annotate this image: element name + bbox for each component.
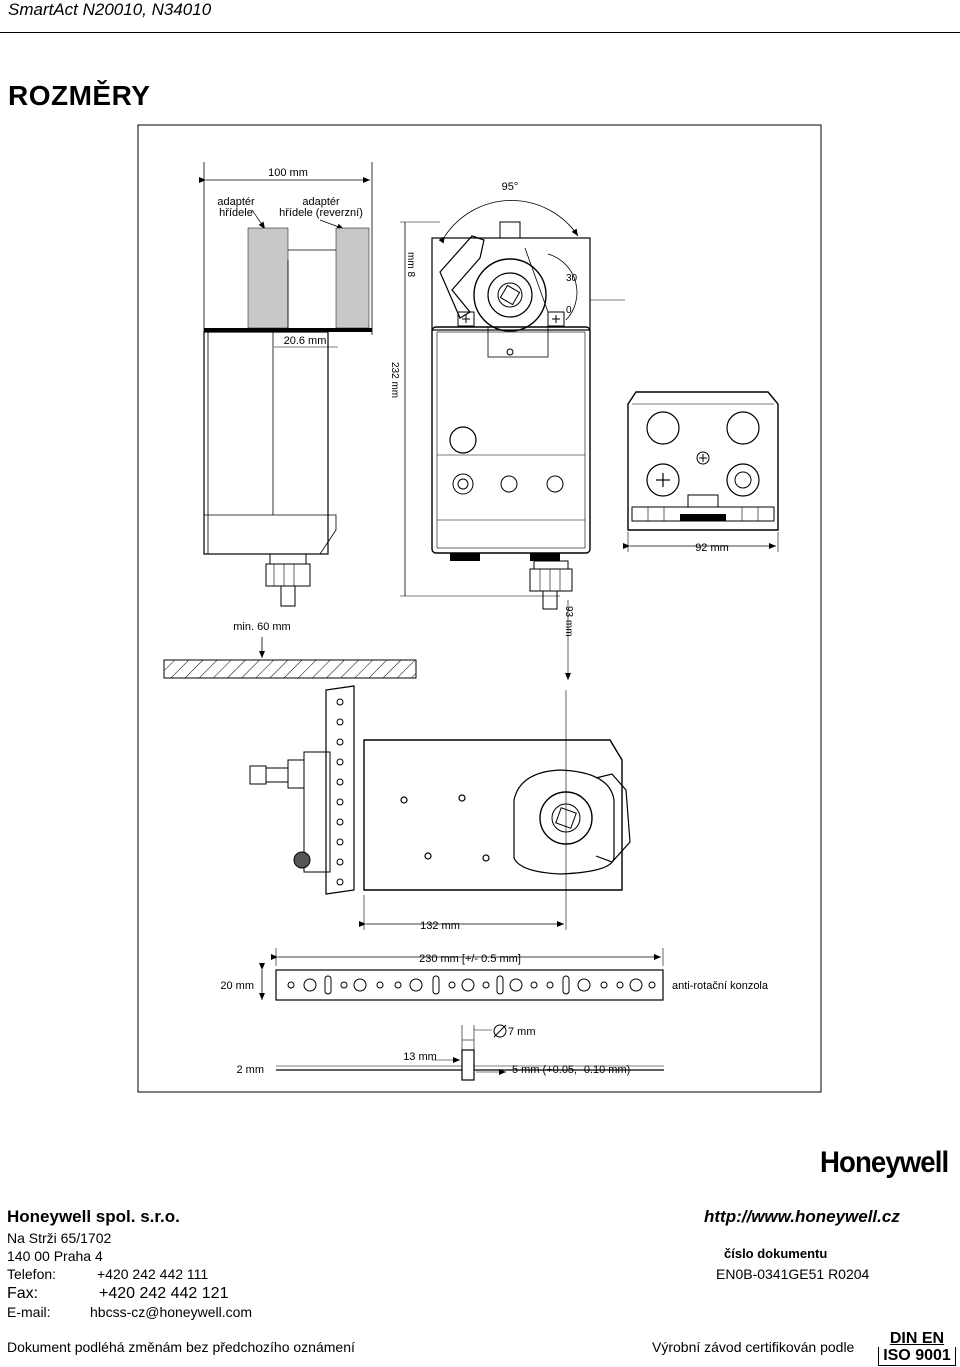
dim-230-label: 230 mm [+/- 0.5 mm] <box>419 953 521 965</box>
website-link[interactable]: http://www.honeywell.cz <box>704 1207 900 1226</box>
shaft-adapter-label-2: hřídele <box>219 207 253 219</box>
shaft-adapter-label-1: adaptér <box>217 196 255 208</box>
company-name: Honeywell spol. s.r.o. <box>7 1207 180 1226</box>
document-header-title: SmartAct N20010, N34010 <box>8 0 212 19</box>
address-city: 140 00 Praha 4 <box>7 1248 103 1264</box>
shaft-adapter-grey <box>247 227 289 329</box>
dim-13-label: 13 mm <box>403 1051 437 1063</box>
end-view: 92 mm <box>623 391 779 554</box>
dim-vert-mid: 232 mm <box>389 362 400 398</box>
front-view-body <box>431 326 591 610</box>
dim-20-6-label: 20.6 mm <box>284 335 327 347</box>
bracket-label: anti-rotační konzola <box>672 980 769 992</box>
shaft-adapter-rev-label-1: adaptér <box>302 196 340 208</box>
address-street: Na Strži 65/1702 <box>7 1230 112 1246</box>
doc-number-label: číslo dokumentu <box>724 1246 828 1261</box>
min-clearance: min. 60 mm <box>163 621 417 679</box>
scale-mark-30: 30 <box>566 273 578 284</box>
anti-rotation-bracket: 230 mm [+/- 0.5 mm] 20 mm anti-rotační k… <box>220 948 769 1001</box>
iso-certification-badge: DIN EN ISO 9001 <box>878 1330 956 1366</box>
dim-7-label: 7 mm <box>508 1026 536 1038</box>
dim-5-label: 5 mm (+0.05, -0.10 mm) <box>512 1064 630 1076</box>
email-value[interactable]: hbcss-cz@honeywell.com <box>90 1304 253 1320</box>
dim-132-label: 132 mm <box>420 920 460 932</box>
angle-95-label: 95° <box>502 181 519 193</box>
min-60-label: min. 60 mm <box>233 621 290 633</box>
din-en-label: DIN EN <box>889 1330 945 1347</box>
phone-label: Telefon: <box>7 1266 57 1282</box>
iso-9001-label: ISO 9001 <box>878 1347 956 1366</box>
vertical-dims: mm 8 232 mm 93 mm <box>389 221 574 680</box>
fax-value: +420 242 442 121 <box>99 1285 229 1302</box>
dim-vert-top: mm 8 <box>405 252 416 277</box>
fax-label: Fax: <box>7 1285 39 1302</box>
dim-vert-low: 93 mm <box>563 606 574 637</box>
scale-mark-0: 0 <box>566 305 572 316</box>
bracket-section: 7 mm 13 mm 2 mm 5 mm (+0.05, -0.10 mm) <box>237 1024 664 1081</box>
disclaimer: Dokument podléhá změnám bez předchozího … <box>7 1339 355 1355</box>
shaft-adapter-rev-grey <box>335 227 370 329</box>
dim-100-label: 100 mm <box>268 167 308 179</box>
dim-92-label: 92 mm <box>695 542 729 554</box>
dim-100: 100 mm adaptér hřídele adaptér hřídele (… <box>199 162 373 335</box>
phone-value: +420 242 442 111 <box>97 1266 209 1282</box>
drawing-frame <box>137 124 822 1093</box>
certification-note: Výrobní závod certifikován podle <box>652 1339 855 1355</box>
rotary-head: 95° 30 0 <box>431 181 625 332</box>
doc-number-value: EN0B-0341GE51 R0204 <box>716 1266 870 1282</box>
plan-view: 132 mm <box>249 685 631 932</box>
shaft-adapter-rev-label-2: hřídele (reverzní) <box>279 207 363 219</box>
section-title: ROZMĚRY <box>8 80 151 111</box>
dim-20-label: 20 mm <box>220 980 254 992</box>
honeywell-logo: Honeywell <box>820 1146 949 1179</box>
dim-2-label: 2 mm <box>237 1064 265 1076</box>
header-divider <box>0 32 960 33</box>
email-label: E-mail: <box>7 1304 51 1320</box>
side-view-body: 20.6 mm <box>203 328 372 607</box>
